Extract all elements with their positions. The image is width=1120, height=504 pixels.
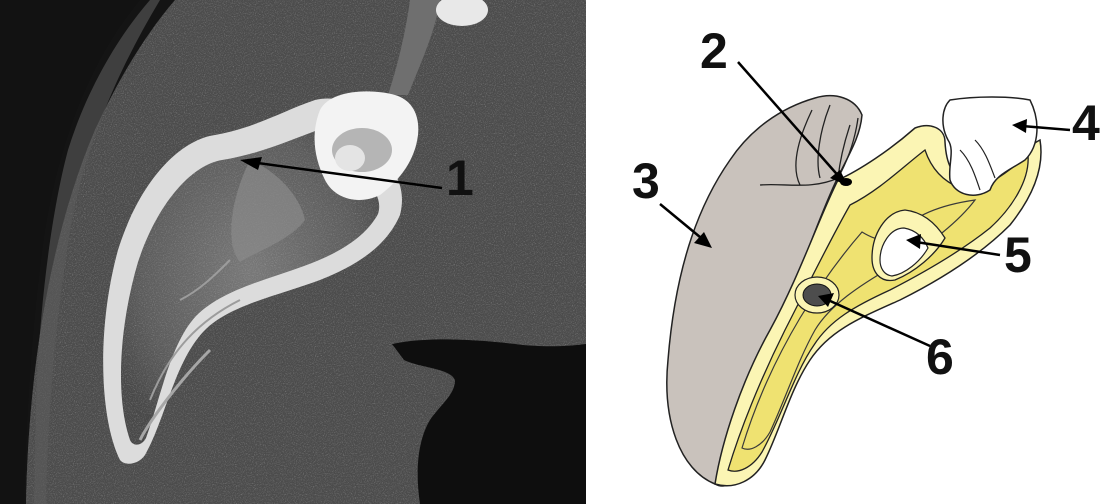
marker-4-label: 4: [1072, 95, 1100, 151]
marker-5-label: 5: [1004, 227, 1032, 283]
marker-1-label: 1: [446, 150, 474, 206]
molar-pulp-inner: [335, 145, 365, 171]
panel-divider: [586, 0, 602, 504]
ct-scan-panel: 1: [0, 0, 586, 504]
arrow-2-target: [840, 178, 852, 186]
marker-2-label: 2: [700, 23, 728, 79]
marker-3-label: 3: [632, 153, 660, 209]
marker-6-label: 6: [926, 329, 954, 385]
schematic-panel: 2 3 4 5 6: [632, 23, 1100, 486]
